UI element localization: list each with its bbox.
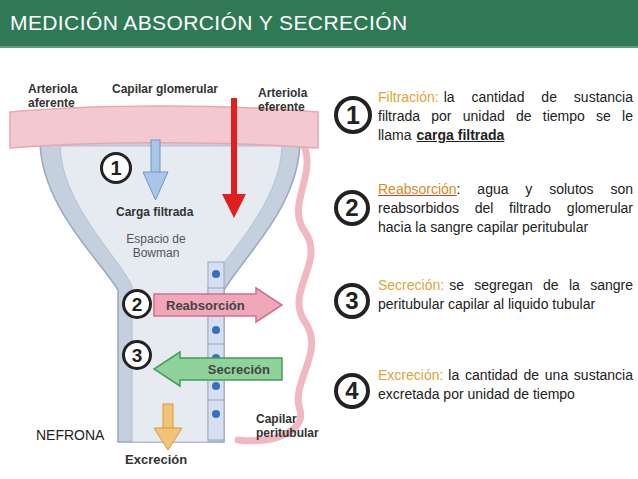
bowman-capsule xyxy=(40,140,300,442)
description-paragraph: Secreción:se segregan de la sangre perit… xyxy=(378,276,633,314)
secretion-arrow: Secreción xyxy=(154,352,282,386)
blood-flow-arrow xyxy=(222,98,246,218)
callout-number-text: 4 xyxy=(345,379,358,403)
term-heading: Excreción: xyxy=(378,367,443,383)
callout-number-text: 3 xyxy=(132,346,143,365)
description-paragraph: Excreción:la cantidad de una sustancia e… xyxy=(378,366,633,404)
callout-number: 3 xyxy=(334,283,370,319)
filtration-arrow xyxy=(143,140,168,200)
arrow-outline xyxy=(154,352,282,386)
callout-number-text: 2 xyxy=(345,196,358,220)
part-label: Espacio de Bowman xyxy=(108,232,204,260)
arrow-label: Secreción xyxy=(208,362,270,377)
figure-tag: NEFRONA xyxy=(28,420,112,450)
reabsorption-arrow: Reabsorción xyxy=(154,288,282,322)
part-label: Arteriola eferente xyxy=(258,86,330,114)
part-label: Capilar peritubular xyxy=(256,412,336,440)
part-label: Excreción xyxy=(125,453,215,467)
callout-number: 3 xyxy=(122,340,152,370)
key-term: carga filtrada xyxy=(416,127,504,143)
peritubular-capillary xyxy=(238,138,312,441)
callout-number-text: 2 xyxy=(132,295,143,314)
term-heading: Filtración: xyxy=(378,89,439,105)
callout-number: 1 xyxy=(334,96,372,134)
description-paragraph: Filtración:la cantidad de sustancia filt… xyxy=(378,88,633,145)
part-label: Arteriola aferente xyxy=(28,82,100,110)
callout-number-text: 3 xyxy=(345,289,358,313)
title-band: MEDICIÓN ABSORCIÓN Y SECRECIÓN xyxy=(0,0,638,48)
callout-number: 2 xyxy=(334,190,370,226)
excretion-arrow xyxy=(154,404,182,450)
bowman-space xyxy=(60,146,282,442)
callout-number-text: 1 xyxy=(346,103,360,128)
callout-number: 4 xyxy=(334,373,370,409)
arrow-label: Reabsorción xyxy=(166,298,245,313)
callout-number-text: 1 xyxy=(110,158,121,178)
page-title: MEDICIÓN ABSORCIÓN Y SECRECIÓN xyxy=(10,0,407,46)
tubule-cells xyxy=(208,262,224,440)
callout-number: 1 xyxy=(100,152,132,184)
part-label: Carga filtrada xyxy=(116,205,226,219)
part-label: Capilar glomerular xyxy=(112,82,242,96)
term-heading: Reabsorción xyxy=(378,181,457,197)
term-heading: Secreción: xyxy=(378,277,444,293)
arrow-outline xyxy=(154,288,282,322)
description-paragraph: Reabsorción: agua y solutos son reabsorb… xyxy=(378,180,633,237)
callout-number: 2 xyxy=(122,289,152,319)
